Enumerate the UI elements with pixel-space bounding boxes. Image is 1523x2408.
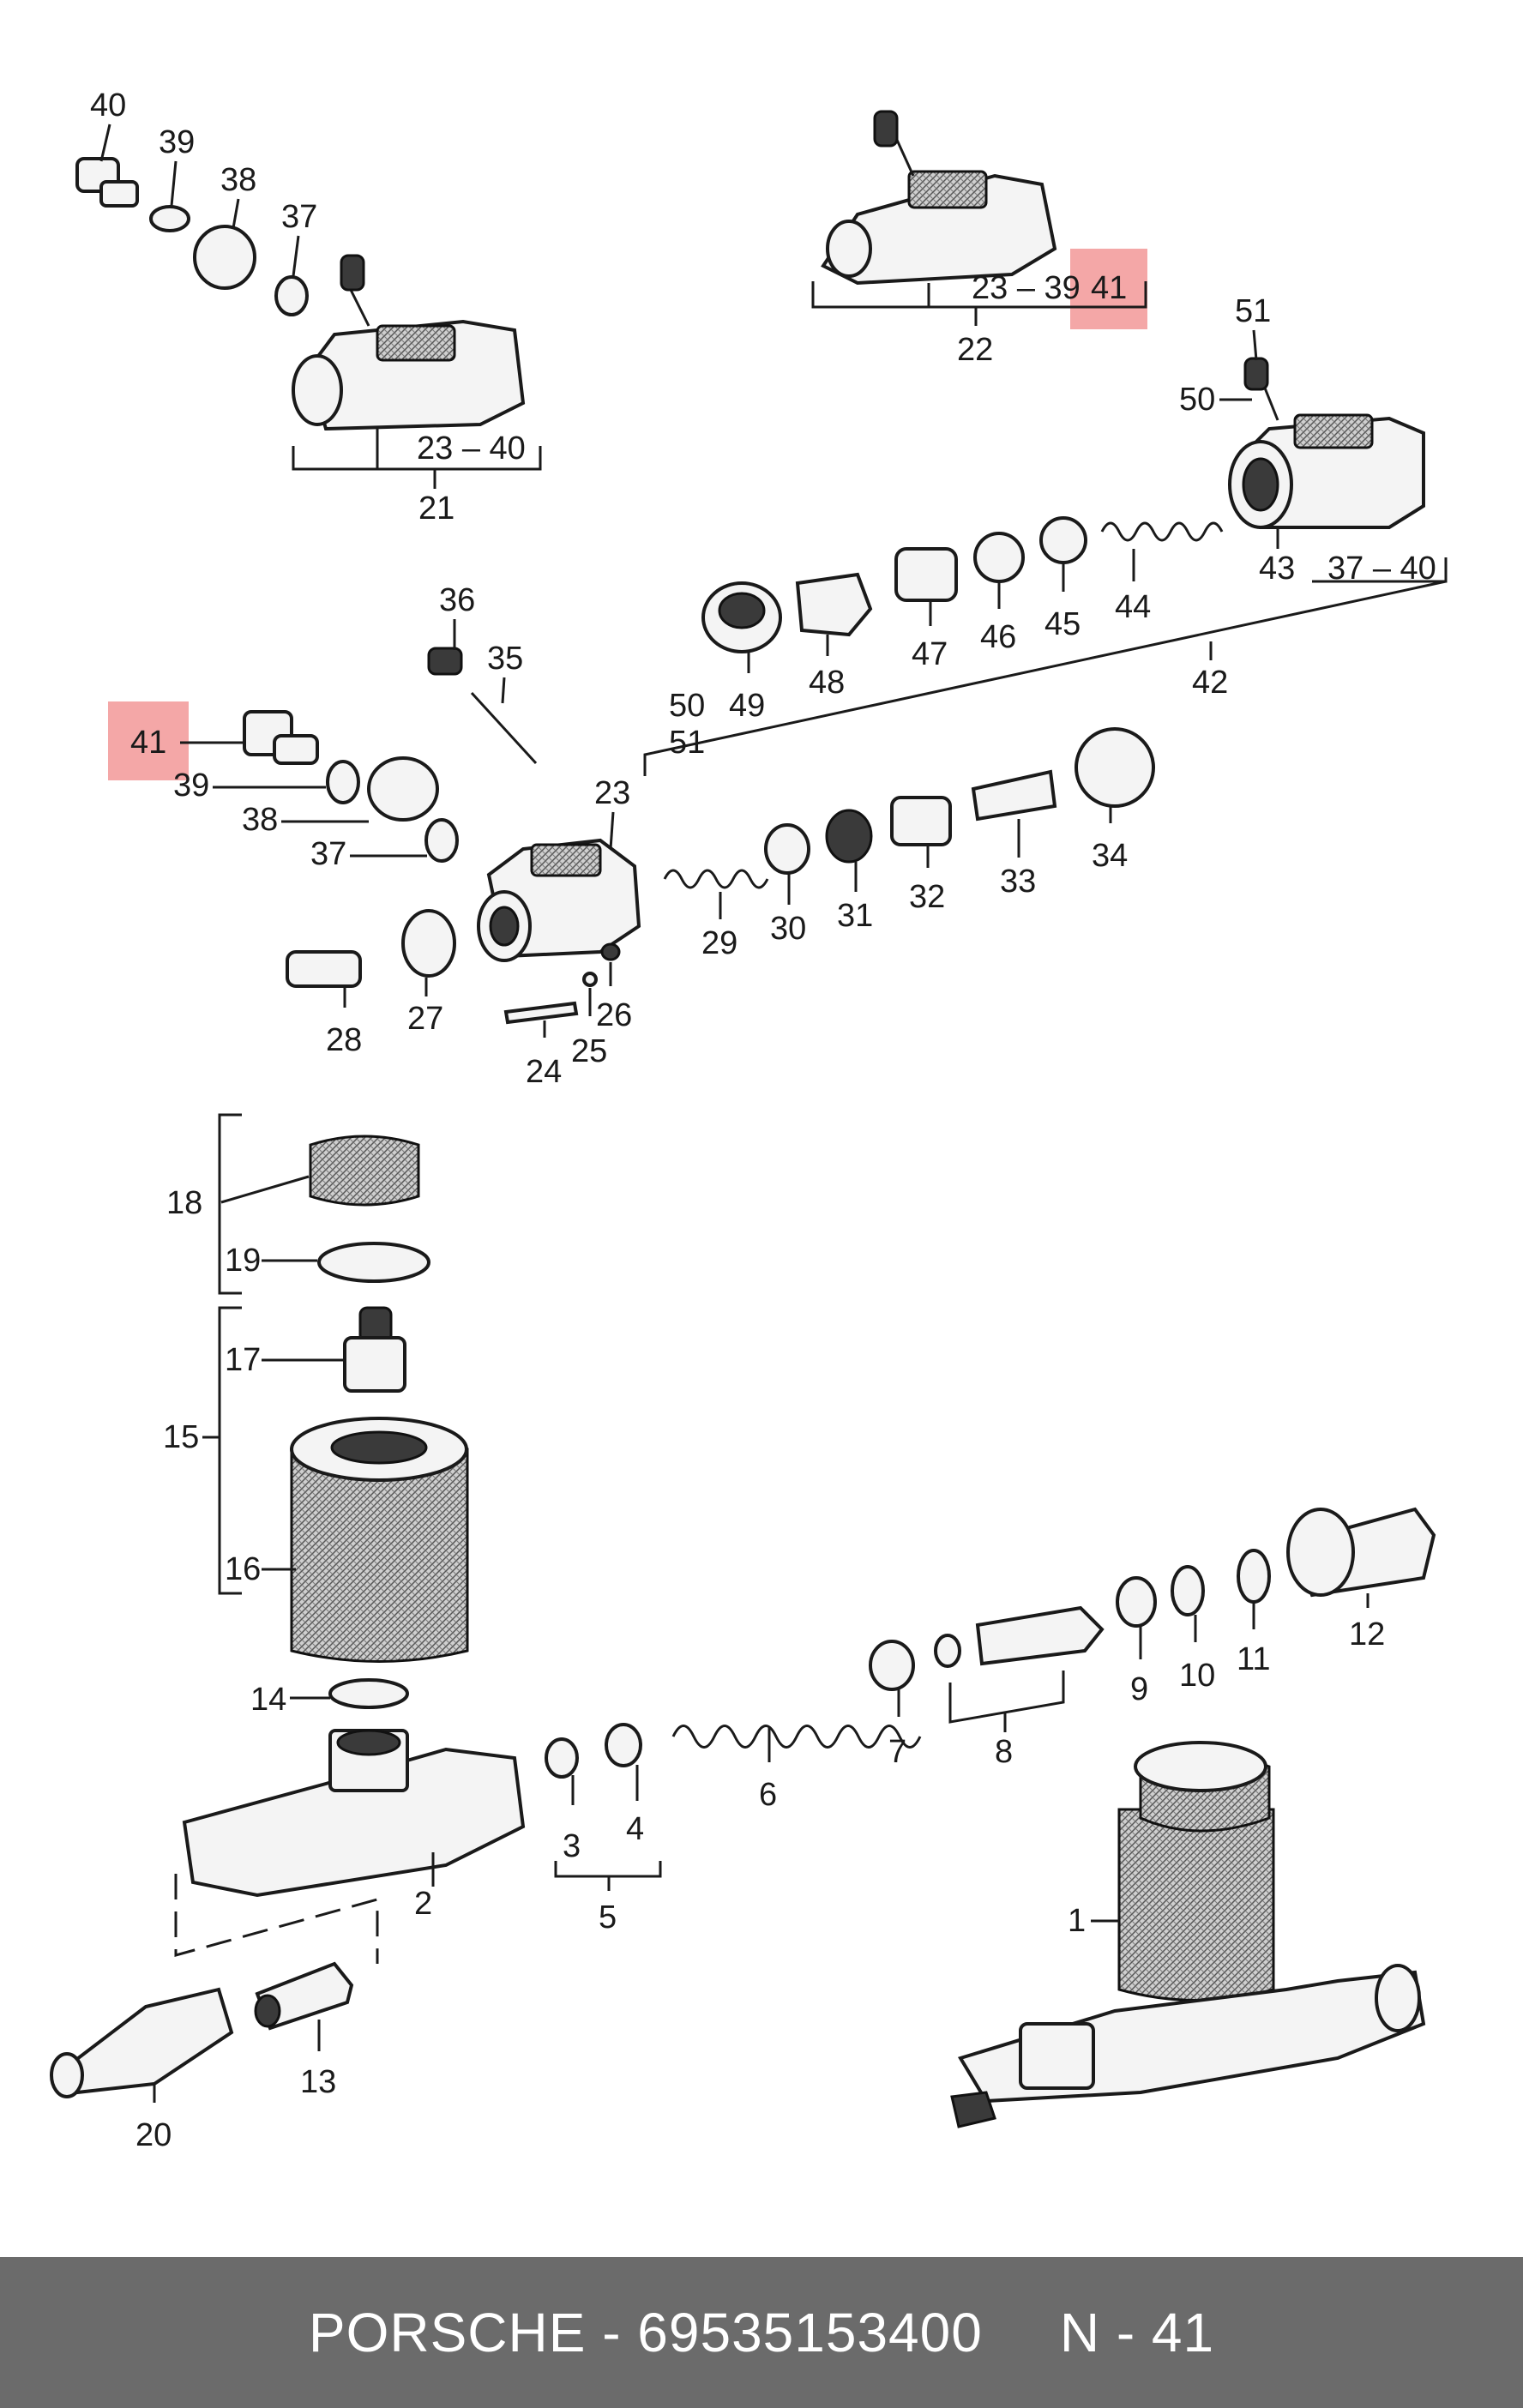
label-30: 30 <box>770 911 806 947</box>
label-47: 47 <box>912 636 948 672</box>
part-27 <box>401 909 456 978</box>
label-5: 5 <box>599 1899 617 1935</box>
label-39-left: 39 <box>173 768 209 804</box>
label-37-left: 37 <box>310 836 346 872</box>
label-10: 10 <box>1179 1658 1215 1694</box>
label-45: 45 <box>1044 606 1081 642</box>
wheel-cylinder-23-group <box>286 727 1155 1025</box>
ring-14 <box>328 1678 409 1709</box>
label-6: 6 <box>759 1777 777 1813</box>
assembled-master-cylinder-1 <box>950 1741 1426 2128</box>
switch-fitting-group <box>50 1961 354 2098</box>
reservoir-16 <box>290 1448 469 1663</box>
label-29: 29 <box>701 925 737 961</box>
label-34: 34 <box>1092 838 1128 874</box>
label-46: 46 <box>980 619 1016 655</box>
label-14: 14 <box>250 1682 286 1718</box>
label-27: 27 <box>407 1001 443 1037</box>
label-50-right: 50 <box>1179 382 1215 418</box>
label-3: 3 <box>563 1828 581 1864</box>
cap-18 <box>309 1135 420 1207</box>
label-50-mid: 50 <box>669 688 705 724</box>
banjo-38 <box>193 225 256 290</box>
label-51-right: 51 <box>1235 293 1271 329</box>
label-22: 22 <box>957 332 993 368</box>
label-41-top: 41 <box>1091 270 1127 306</box>
label-23: 23 <box>594 775 630 811</box>
label-12: 12 <box>1349 1616 1385 1652</box>
range-23-39: 23 – 39 <box>972 270 1081 306</box>
washer-37 <box>274 275 309 316</box>
label-36: 36 <box>439 582 475 618</box>
wheel-cylinder-21-group <box>75 157 526 431</box>
label-49: 49 <box>729 688 765 724</box>
label-35: 35 <box>487 641 523 677</box>
label-18: 18 <box>166 1185 202 1221</box>
label-1: 1 <box>1068 1903 1086 1939</box>
label-2: 2 <box>414 1886 432 1922</box>
label-4: 4 <box>626 1811 644 1847</box>
label-38: 38 <box>220 162 256 198</box>
range-23-40: 23 – 40 <box>417 430 526 467</box>
label-9: 9 <box>1130 1671 1148 1707</box>
label-38-left: 38 <box>242 802 278 838</box>
label-32: 32 <box>909 879 945 915</box>
wheel-cylinder-22-group <box>821 110 1057 286</box>
part-36 <box>427 647 463 676</box>
gasket-19 <box>317 1242 430 1283</box>
label-25: 25 <box>571 1033 607 1069</box>
wheel-cylinder-43-group <box>1228 357 1425 529</box>
label-15: 15 <box>163 1419 199 1455</box>
label-20: 20 <box>135 2117 172 2153</box>
label-11: 11 <box>1237 1641 1270 1677</box>
parts-row-44-51 <box>701 516 1224 653</box>
label-48: 48 <box>809 665 845 701</box>
footer-reference: N - 41 <box>1059 2302 1215 2363</box>
label-28: 28 <box>326 1022 362 1058</box>
label-13: 13 <box>300 2064 336 2100</box>
label-41-left: 41 <box>130 725 166 761</box>
label-37: 37 <box>281 199 317 235</box>
label-7: 7 <box>888 1734 906 1770</box>
part-28 <box>286 950 362 988</box>
fittings-group-35-41 <box>243 647 538 863</box>
label-40: 40 <box>90 87 126 123</box>
part-24 <box>503 1001 579 1025</box>
label-17: 17 <box>225 1342 261 1378</box>
label-8: 8 <box>995 1734 1013 1770</box>
master-cylinder-2-group <box>182 1507 1436 1898</box>
label-16: 16 <box>225 1551 261 1587</box>
exploded-parts-diagram: 40 39 38 37 23 – 40 21 23 – 39 41 22 51 … <box>50 87 1448 2153</box>
label-31: 31 <box>837 898 873 934</box>
label-44: 44 <box>1115 589 1151 625</box>
label-26: 26 <box>596 997 632 1033</box>
label-39: 39 <box>159 124 195 160</box>
footer-bar: PORSCHE - 69535153400 N - 41 <box>0 2257 1523 2408</box>
label-19: 19 <box>225 1243 261 1279</box>
label-33: 33 <box>1000 864 1036 900</box>
reservoir-group <box>218 1113 469 1709</box>
highlight-41-left <box>108 701 189 780</box>
label-43: 43 <box>1259 551 1295 587</box>
footer-part-number: PORSCHE - 69535153400 <box>308 2302 983 2363</box>
highlight-41-top <box>1070 249 1147 329</box>
label-42: 42 <box>1192 665 1228 701</box>
label-24: 24 <box>526 1054 562 1090</box>
washer-39 <box>149 205 190 232</box>
label-21: 21 <box>418 491 454 527</box>
